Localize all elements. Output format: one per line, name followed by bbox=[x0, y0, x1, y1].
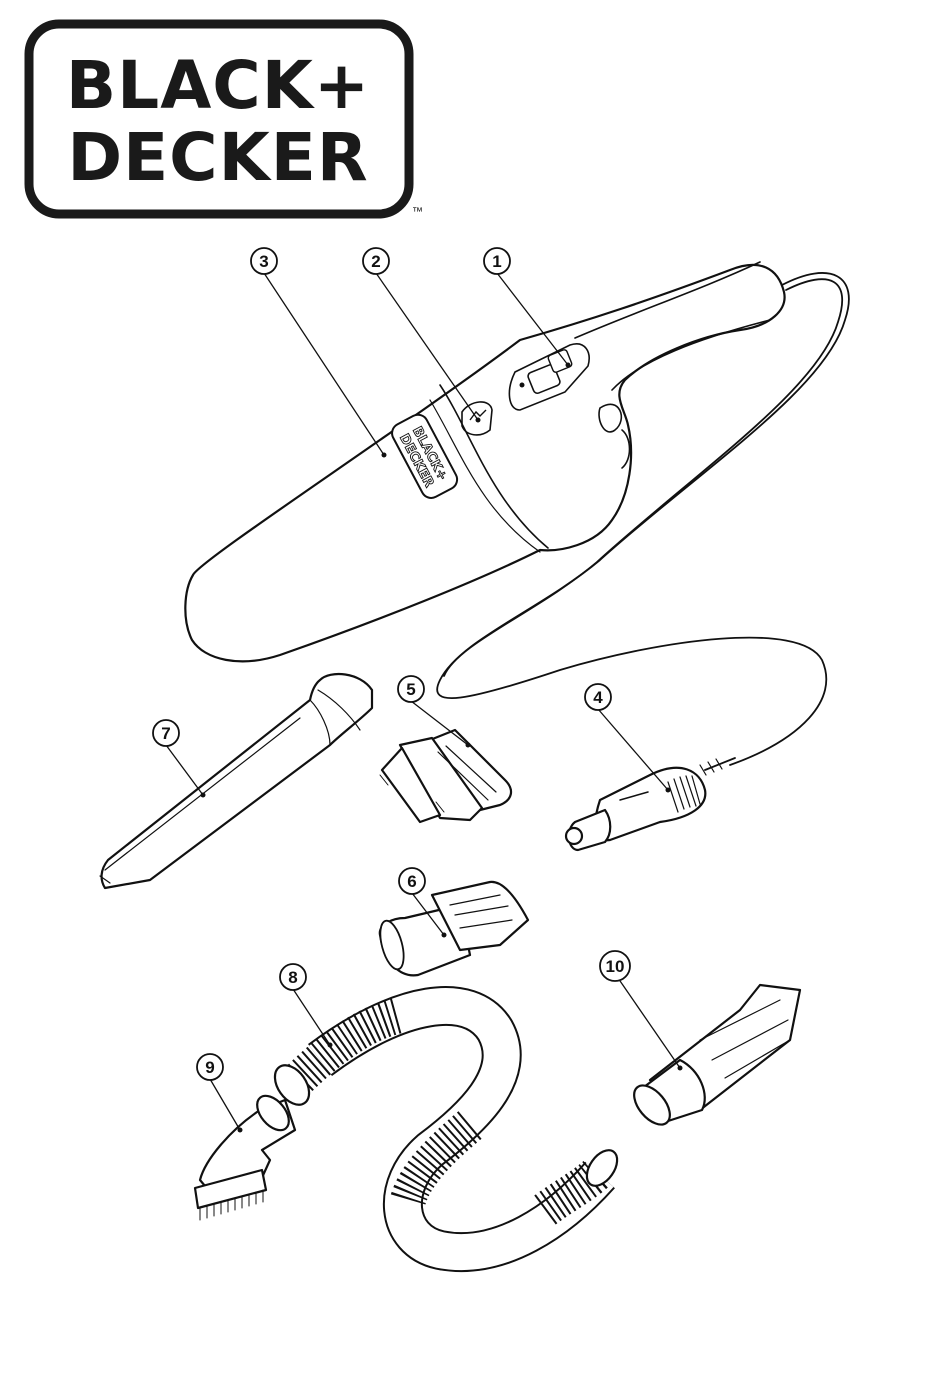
svg-text:7: 7 bbox=[161, 724, 170, 743]
nozzle-adaptor bbox=[376, 882, 528, 975]
callout-9: 9 bbox=[197, 1054, 223, 1080]
svg-text:9: 9 bbox=[205, 1058, 214, 1077]
wide-nozzle-adaptor bbox=[627, 985, 800, 1131]
trademark-symbol: ™ bbox=[412, 206, 423, 218]
svg-text:1: 1 bbox=[492, 252, 501, 271]
hand-vacuum-body: BLACK+ DECKER bbox=[185, 262, 784, 661]
flexible-hose bbox=[268, 1006, 623, 1252]
callout-4: 4 bbox=[585, 684, 611, 710]
car-charger-plug bbox=[566, 758, 735, 850]
callout-1: 1 bbox=[484, 248, 510, 274]
svg-text:4: 4 bbox=[593, 688, 603, 707]
callout-8: 8 bbox=[280, 964, 306, 990]
callout-3: 3 bbox=[251, 248, 277, 274]
crevice-tool bbox=[100, 674, 372, 888]
dusting-brush bbox=[195, 1090, 295, 1220]
brand-logo-line1: BLACK+ bbox=[66, 47, 370, 124]
brand-logo-line2: DECKER bbox=[67, 119, 368, 196]
brand-logo: BLACK+ DECKER ™ bbox=[29, 24, 423, 218]
callout-10: 10 bbox=[600, 951, 630, 981]
callout-5: 5 bbox=[398, 676, 424, 702]
callout-6: 6 bbox=[399, 868, 425, 894]
svg-text:6: 6 bbox=[407, 872, 416, 891]
svg-text:10: 10 bbox=[606, 957, 625, 976]
svg-text:2: 2 bbox=[371, 252, 380, 271]
callout-7: 7 bbox=[153, 720, 179, 746]
svg-text:3: 3 bbox=[259, 252, 268, 271]
svg-text:5: 5 bbox=[406, 680, 415, 699]
brush-attachment bbox=[380, 730, 511, 822]
svg-text:8: 8 bbox=[288, 968, 297, 987]
callout-2: 2 bbox=[363, 248, 389, 274]
